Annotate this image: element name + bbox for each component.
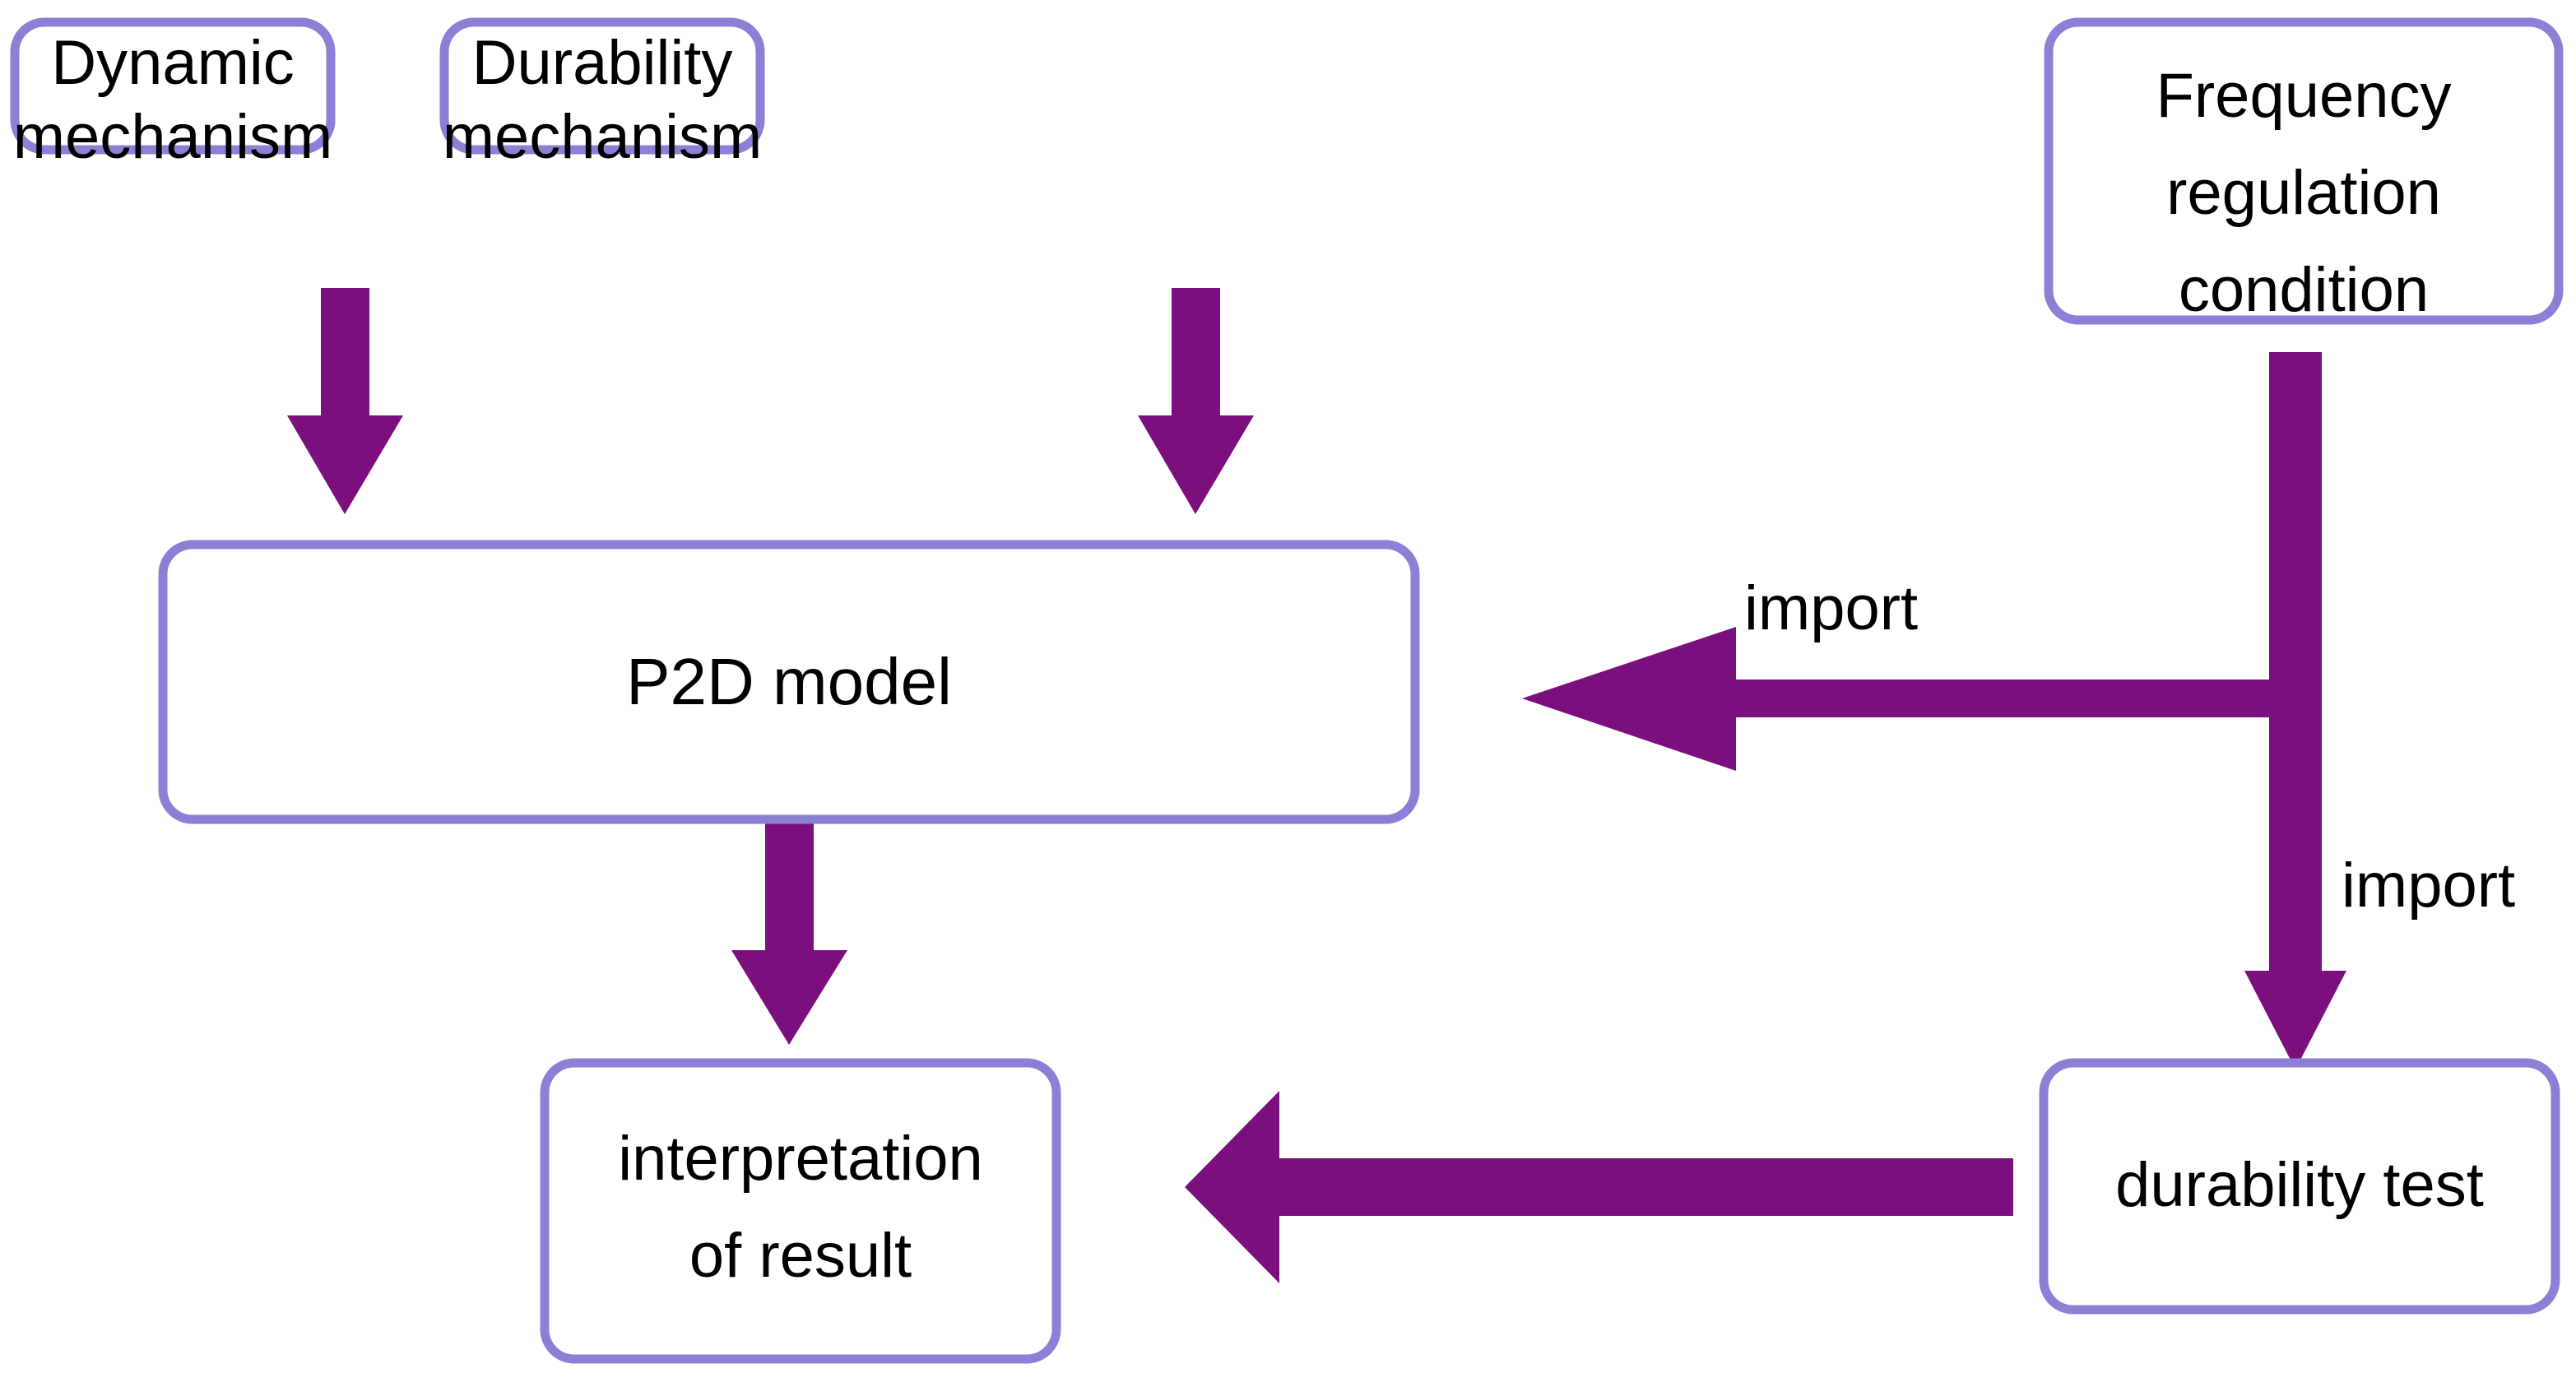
node-interpretation-of-result[interactable]: interpretation of result xyxy=(540,1058,1061,1364)
node-p2d-model[interactable]: P2D model xyxy=(158,540,1420,824)
node-dynamic-mechanism[interactable]: Dynamic mechanism xyxy=(10,17,336,172)
arrow-p2d-to-interpretation xyxy=(731,823,847,1045)
node-durability-test-line1: durability test xyxy=(2115,1150,2484,1220)
edge-label-import-vertical: import xyxy=(2342,851,2515,921)
node-frequency-regulation-condition-line2: regulation xyxy=(2166,158,2441,228)
node-frequency-regulation-condition-shape[interactable] xyxy=(2044,17,2564,325)
node-durability-mechanism-shape[interactable] xyxy=(439,17,765,155)
node-p2d-model-shape[interactable] xyxy=(158,540,1420,824)
node-durability-mechanism[interactable]: Durability mechanism xyxy=(439,17,765,172)
node-durability-test-shape[interactable] xyxy=(2039,1058,2560,1315)
node-dynamic-mechanism-line2: mechanism xyxy=(13,102,333,172)
edge-label-import-horizontal: import xyxy=(1744,573,1918,643)
node-dynamic-mechanism-shape[interactable] xyxy=(10,17,336,155)
arrow-frequency-to-durability-test xyxy=(2244,971,2346,1069)
node-durability-mechanism-line2: mechanism xyxy=(443,102,763,172)
arrow-durability-test-to-interpretation xyxy=(1185,1091,2013,1283)
node-durability-test[interactable]: durability test xyxy=(2039,1058,2560,1315)
arrow-durability-to-p2d xyxy=(1138,288,1254,514)
node-frequency-regulation-condition[interactable]: Frequency regulation condition xyxy=(2044,17,2564,325)
node-interpretation-of-result-shape[interactable] xyxy=(540,1058,1061,1364)
node-frequency-regulation-condition-line1: Frequency xyxy=(2156,61,2451,131)
node-durability-mechanism-line1: Durability xyxy=(472,28,733,98)
node-p2d-model-line1: P2D model xyxy=(626,645,952,718)
node-frequency-regulation-condition-line3: condition xyxy=(2179,255,2429,325)
arrow-frequency-to-p2d xyxy=(1522,627,2295,771)
node-dynamic-mechanism-line1: Dynamic xyxy=(51,28,295,98)
node-interpretation-of-result-line2: of result xyxy=(689,1221,912,1291)
arrow-dynamic-to-p2d xyxy=(287,288,403,514)
node-interpretation-of-result-line1: interpretation xyxy=(618,1124,983,1194)
